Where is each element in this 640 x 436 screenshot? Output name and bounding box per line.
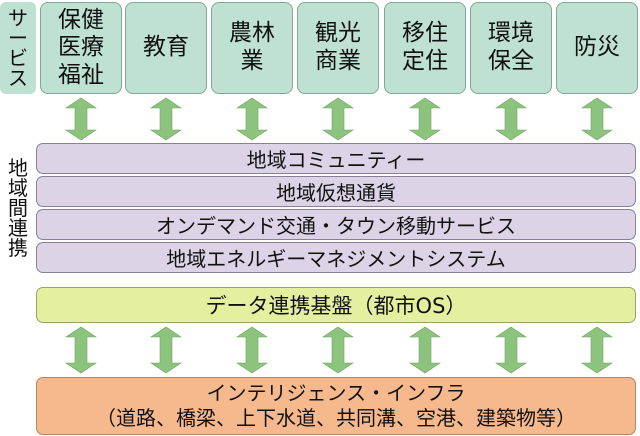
double-arrow-service-to-regional — [495, 97, 527, 141]
regional-collaboration-side-label: 地域間連携 — [0, 142, 36, 274]
vertical-char: サ — [8, 6, 28, 30]
regional-row-community: 地域コミュニティー — [36, 143, 636, 174]
double-arrow-service-to-regional — [409, 97, 441, 141]
double-arrow-service-to-regional — [322, 97, 354, 141]
vertical-char: ビ — [8, 46, 28, 70]
double-arrow-platform-to-infrastructure — [150, 326, 182, 374]
service-box-environment: 環境 保全 — [470, 2, 552, 94]
service-box-tourism-commerce: 観光 商業 — [297, 2, 379, 94]
double-arrow-service-to-regional — [150, 97, 182, 141]
double-arrow-service-to-regional — [236, 97, 268, 141]
vertical-char: ー — [8, 26, 28, 50]
double-arrow-service-to-regional — [65, 97, 97, 141]
double-arrow-platform-to-infrastructure — [409, 326, 441, 374]
vertical-char: 域 — [8, 176, 28, 200]
data-platform-box: データ連携基盤（都市OS） — [36, 287, 636, 323]
double-arrow-service-to-regional — [581, 97, 613, 141]
vertical-char: 間 — [8, 196, 28, 220]
infrastructure-detail: （道路、橋梁、上下水道、共同溝、空港、建築物等） — [96, 406, 576, 430]
vertical-char: 地 — [8, 156, 28, 180]
vertical-char: 携 — [8, 236, 28, 260]
service-box-agriculture-forestry: 農林 業 — [211, 2, 293, 94]
regional-row-on-demand-transport: オンデマンド交通・タウン移動サービス — [36, 209, 636, 240]
infrastructure-box: インテリジェンス・インフラ （道路、橋梁、上下水道、共同溝、空港、建築物等） — [36, 377, 636, 435]
double-arrow-platform-to-infrastructure — [65, 326, 97, 374]
service-box-health-welfare: 保健 医療 福祉 — [40, 2, 122, 94]
regional-row-virtual-currency: 地域仮想通貨 — [36, 176, 636, 207]
vertical-char: ス — [8, 66, 28, 90]
infrastructure-title: インテリジェンス・インフラ — [206, 381, 466, 405]
service-box-education: 教育 — [125, 2, 207, 94]
regional-row-energy-management: 地域エネルギーマネジメントシステム — [36, 242, 636, 273]
double-arrow-platform-to-infrastructure — [322, 326, 354, 374]
double-arrow-platform-to-infrastructure — [581, 326, 613, 374]
services-side-label: サービス — [0, 2, 36, 94]
double-arrow-platform-to-infrastructure — [495, 326, 527, 374]
service-box-migration-settlement: 移住 定住 — [384, 2, 466, 94]
service-box-disaster-prevention: 防災 — [556, 2, 638, 94]
double-arrow-platform-to-infrastructure — [236, 326, 268, 374]
vertical-char: 連 — [8, 216, 28, 240]
